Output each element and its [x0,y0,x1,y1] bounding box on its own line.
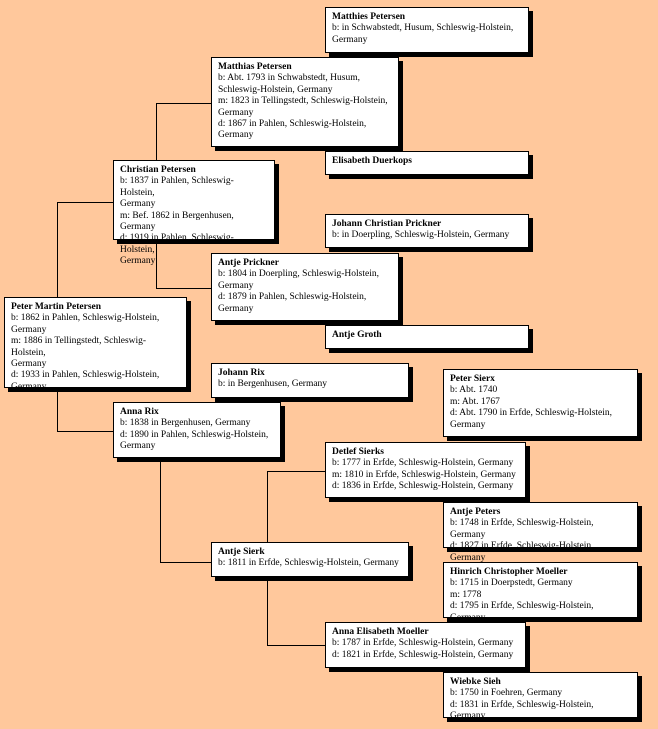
person-fact: d: 1821 in Erfde, Schleswig-Holstein, Ge… [332,649,514,660]
connector-line [57,202,113,203]
person-fact: b: 1750 in Foehren, Germany [450,688,563,699]
person-fact: b: Abt. 1793 in Schwabstedt, Husum, [218,73,360,84]
person-fact: d: 1879 in Pahlen, Schleswig-Holstein, [218,292,367,303]
person-fact: b: in Schwabstedt, Husum, Schleswig-Hols… [332,23,514,34]
person-fact: Germany [332,34,368,45]
connector-line [267,645,325,646]
person-name: Matthies Petersen [332,12,406,22]
connector-line [267,471,325,472]
person-name: Antje Peters [450,507,501,517]
person-fact: b: in Doerpling, Schleswig-Holstein, Ger… [332,230,510,241]
person-name: Peter Martin Petersen [11,302,102,312]
person-fact: b: 1862 in Pahlen, Schleswig-Holstein, [11,313,160,324]
person-fact: b: in Bergenhusen, Germany [218,379,328,390]
person-fact: m: 1778 [450,589,482,600]
person-fact: d: Abt. 1790 in Erfde, Schleswig-Holstei… [450,408,613,419]
person-name: Wiebke Sieh [450,677,501,687]
person-fact: b: 1777 in Erfde, Schleswig-Holstein, Ge… [332,458,514,469]
person-fact: m: Bef. 1862 in Bergenhusen, Germany [120,210,234,233]
connector-line [267,577,268,645]
person-fact: m: Abt. 1767 [450,396,500,407]
person-fact: b: 1838 in Bergenhusen, Germany [120,418,251,429]
person-name: Antje Prickner [218,258,279,268]
person-fact: Germany [11,359,47,370]
connector-line [156,103,211,104]
person-fact: m: 1886 in Tellingstedt, Schleswig-Holst… [11,336,147,358]
person-fact: d: 1933 in Pahlen, Schleswig-Holstein, [11,370,160,381]
person-name: Anna Rix [120,407,159,417]
connector-line [57,431,113,432]
person-name: Hinrich Christopher Moeller [450,567,568,577]
connector-line [57,202,58,297]
person-fact: d: 1795 in Erfde, Schleswig-Holstein, Ge… [450,601,594,623]
connector-line [156,103,157,160]
person-box[interactable]: Antje Groth [325,325,529,349]
connector-line [267,471,268,542]
person-name: Anna Elisabeth Moeller [332,627,429,637]
person-name: Johann Christian Prickner [332,219,442,229]
person-fact: Germany [218,280,254,291]
person-fact: Germany [218,107,254,118]
connector-line [156,288,211,289]
person-fact: b: 1715 in Doerpstedt, Germany [450,578,573,589]
person-fact: m: 1810 in Erfde, Schleswig-Holstein, Ge… [332,469,516,480]
person-fact: d: 1827 in Erfde, Schleswig-Holstein, Ge… [450,541,594,563]
person-fact: b: Abt. 1740 [450,385,498,396]
connector-line [156,240,157,288]
person-fact: Germany [120,256,156,267]
person-fact: Germany [120,441,156,452]
connector-line [57,388,58,431]
person-fact: b: 1837 in Pahlen, Schleswig-Holstein, [120,176,234,198]
person-fact: d: 1890 in Pahlen, Schleswig-Holstein, [120,429,269,440]
person-fact: Germany [218,303,254,314]
person-fact: b: 1748 in Erfde, Schleswig-Holstein, Ge… [450,518,594,540]
person-fact: d: 1836 in Erfde, Schleswig-Holstein, Ge… [332,481,514,492]
person-fact: m: 1823 in Tellingstedt, Schleswig-Holst… [218,96,388,107]
connector-line [160,562,211,563]
person-name: Christian Petersen [120,165,196,175]
person-name: Johann Rix [218,368,265,378]
person-box[interactable]: Elisabeth Duerkops [325,151,529,175]
person-name: Antje Sierk [218,547,265,557]
person-fact: d: 1919 in Pahlen, Schleswig-Holstein, [120,233,234,255]
person-fact: Germany [11,381,47,392]
person-fact: d: 1867 in Pahlen, Schleswig-Holstein, [218,119,367,130]
person-name: Matthias Petersen [218,62,292,72]
person-fact: Germany [450,419,486,430]
person-fact: Germany [218,130,254,141]
person-name: Elisabeth Duerkops [332,156,412,166]
person-fact: b: 1811 in Erfde, Schleswig-Holstein, Ge… [218,558,399,569]
person-fact: d: 1831 in Erfde, Schleswig-Holstein, Ge… [450,699,594,722]
person-name: Detlef Sierks [332,447,384,457]
connector-line [160,458,161,562]
person-name: Antje Groth [332,330,382,340]
person-name: Peter Sierx [450,374,495,384]
person-fact: Schleswig-Holstein, Germany [218,84,333,95]
person-fact: b: 1787 in Erfde, Schleswig-Holstein, Ge… [332,638,514,649]
person-fact: Germany [11,324,47,335]
person-fact: Germany [120,199,156,210]
person-fact: b: 1804 in Doerpling, Schleswig-Holstein… [218,269,379,280]
